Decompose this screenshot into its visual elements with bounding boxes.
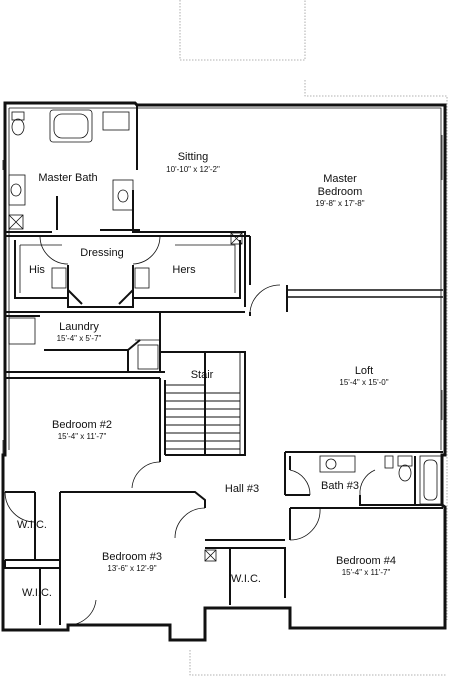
master-bath-label: Master Bath bbox=[38, 172, 97, 184]
loft-label: Loft bbox=[355, 365, 373, 377]
interior-walls bbox=[4, 105, 443, 626]
laundry-dims: 15'-4" x 5'-7" bbox=[57, 334, 102, 343]
loft-dims: 15'-4" x 15'-0" bbox=[339, 378, 388, 387]
laundry-label: Laundry bbox=[59, 321, 99, 333]
bedroom2-dims: 15'-4" x 11'-7" bbox=[58, 432, 107, 441]
hall3-label: Hall #3 bbox=[225, 483, 259, 495]
wic-left-label: W.I.C. bbox=[17, 519, 47, 531]
bath3-label: Bath #3 bbox=[321, 480, 359, 492]
sitting-dims: 10'-10" x 12'-2" bbox=[166, 165, 220, 174]
master-bedroom-dims: 19'-8" x 17'-8" bbox=[315, 199, 364, 208]
bedroom3-label: Bedroom #3 bbox=[102, 551, 162, 563]
exterior-wall-inner-line bbox=[8, 107, 442, 450]
wic-bottom-left-label: W.I.C. bbox=[22, 587, 52, 599]
exterior-walls bbox=[1, 101, 447, 642]
stair-label: Stair bbox=[191, 369, 214, 381]
sitting-label: Sitting bbox=[178, 151, 209, 163]
master-bedroom-label-2: Bedroom bbox=[318, 186, 363, 198]
hers-label: Hers bbox=[172, 264, 196, 276]
stair-treads bbox=[165, 352, 241, 455]
bedroom4-dims: 15'-4" x 11'-7" bbox=[342, 568, 391, 577]
bedroom4-label: Bedroom #4 bbox=[336, 555, 396, 567]
bedroom2-label: Bedroom #2 bbox=[52, 419, 112, 431]
bedroom3-dims: 13'-6" x 12'-9" bbox=[107, 564, 156, 573]
wic-center-label: W.I.C. bbox=[231, 573, 261, 585]
dotted-outlines bbox=[179, 0, 448, 676]
fixtures bbox=[2, 109, 446, 590]
master-bedroom-label-1: Master bbox=[323, 173, 357, 185]
dressing-label: Dressing bbox=[80, 247, 123, 259]
his-label: His bbox=[29, 264, 45, 276]
room-labels: Sitting 10'-10" x 12'-2" Master Bath Mas… bbox=[17, 151, 396, 599]
